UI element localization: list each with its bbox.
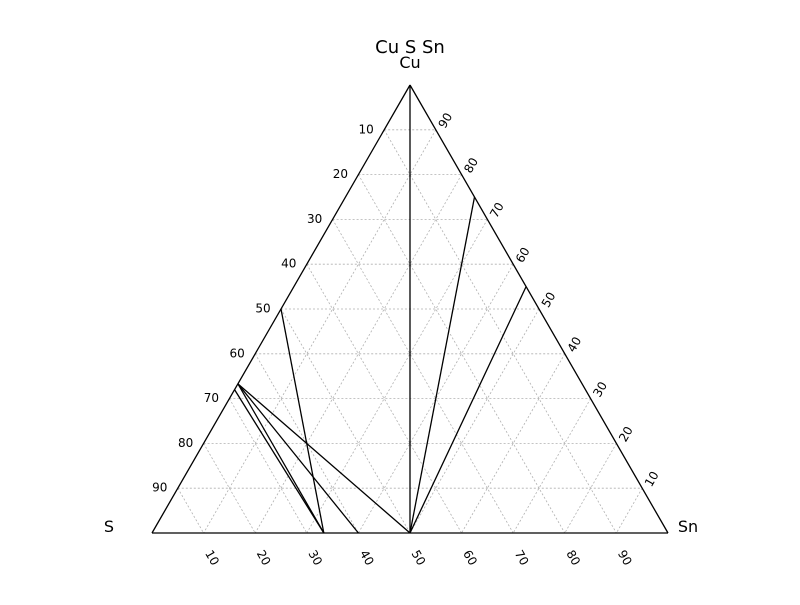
grid-line (332, 219, 514, 534)
tick-label-right: 10 (642, 469, 662, 489)
grid-line (254, 353, 359, 534)
tie-line (409, 286, 527, 534)
tick-label-left: 40 (281, 257, 296, 271)
tie-lines (234, 85, 527, 534)
grid-line (280, 308, 411, 534)
tick-label-bottom: 60 (460, 548, 480, 568)
tick-label-left: 70 (204, 391, 219, 405)
edge-right (409, 84, 669, 534)
tick-label-left: 30 (307, 212, 322, 226)
tie-line (280, 308, 325, 534)
grid-line (564, 443, 617, 534)
tick-label-left: 50 (255, 302, 270, 316)
tick-label-bottom: 90 (615, 548, 635, 568)
grid-line (203, 443, 256, 534)
grid-line (306, 219, 488, 534)
tick-label-bottom: 70 (512, 548, 532, 568)
tie-line (237, 383, 359, 534)
tick-label-bottom: 30 (305, 548, 325, 568)
grid-line (383, 129, 617, 534)
vertex-label-s: S (104, 517, 114, 536)
tick-label-left: 80 (178, 436, 193, 450)
tick-label-bottom: 40 (357, 548, 377, 568)
grid-line (177, 488, 204, 534)
tick-label-right: 50 (539, 290, 559, 310)
grid-line (461, 353, 566, 534)
tie-line (234, 389, 325, 534)
tick-label-left: 90 (152, 481, 167, 495)
tick-labels: 10 20 30 40 50 60 70 80 90 90 80 70 60 50 40 30 20 10 10 20… (152, 110, 661, 567)
tie-line (409, 196, 476, 534)
grid-line (203, 129, 437, 534)
tick-label-right: 40 (564, 334, 584, 354)
tick-label-bottom: 10 (202, 548, 222, 568)
grid-line (229, 398, 308, 534)
tick-label-right: 30 (590, 379, 610, 399)
grid-line (616, 488, 643, 534)
tick-label-left: 20 (333, 167, 348, 181)
tick-label-bottom: 80 (563, 548, 583, 568)
tick-label-left: 60 (230, 346, 245, 360)
tick-label-bottom: 50 (409, 548, 429, 568)
grid-line (409, 308, 540, 534)
tick-label-right: 60 (513, 245, 533, 265)
edge-left (151, 84, 411, 534)
vertex-label-sn: Sn (678, 517, 698, 536)
vertex-label-cu: Cu (399, 53, 420, 72)
grid-line (512, 398, 591, 534)
tick-label-right: 90 (435, 110, 455, 130)
grid-line (358, 174, 566, 534)
tie-line (237, 383, 325, 534)
tick-label-right: 80 (461, 155, 481, 175)
tie-line (237, 383, 411, 534)
triangle-frame (151, 84, 669, 534)
tick-label-right: 70 (487, 200, 507, 220)
tick-label-bottom: 20 (254, 548, 274, 568)
chart-title: Cu S Sn (375, 37, 445, 58)
tick-label-right: 20 (616, 424, 636, 444)
tick-label-left: 10 (359, 122, 374, 136)
